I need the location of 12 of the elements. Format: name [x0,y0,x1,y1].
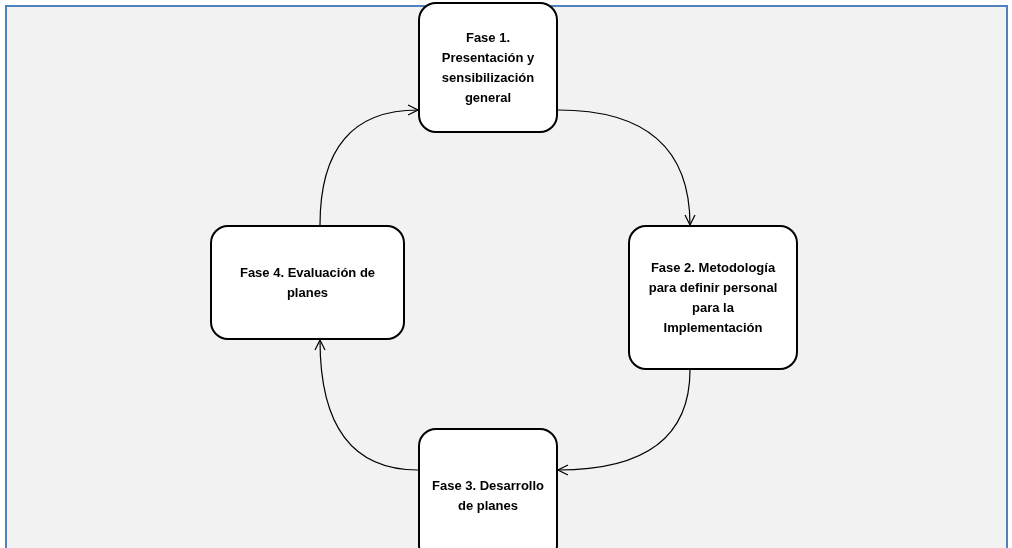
phase-label: Fase 4. Evaluación de planes [238,263,377,302]
phase-box [418,428,558,548]
phase-box [210,225,405,340]
phase-box [418,2,558,133]
phase-label: Fase 3. Desarrollo de planes [432,476,544,515]
phase-label: Fase 2. Metodología para definir personal para la Implementación [647,258,779,337]
phase-box [628,225,798,370]
phase-label: Fase 1. Presentación y sensibilización general [440,28,536,107]
curved-arrow [557,369,691,476]
curved-arrow [314,339,419,471]
curved-arrow [557,109,696,226]
curved-arrow [319,104,419,226]
